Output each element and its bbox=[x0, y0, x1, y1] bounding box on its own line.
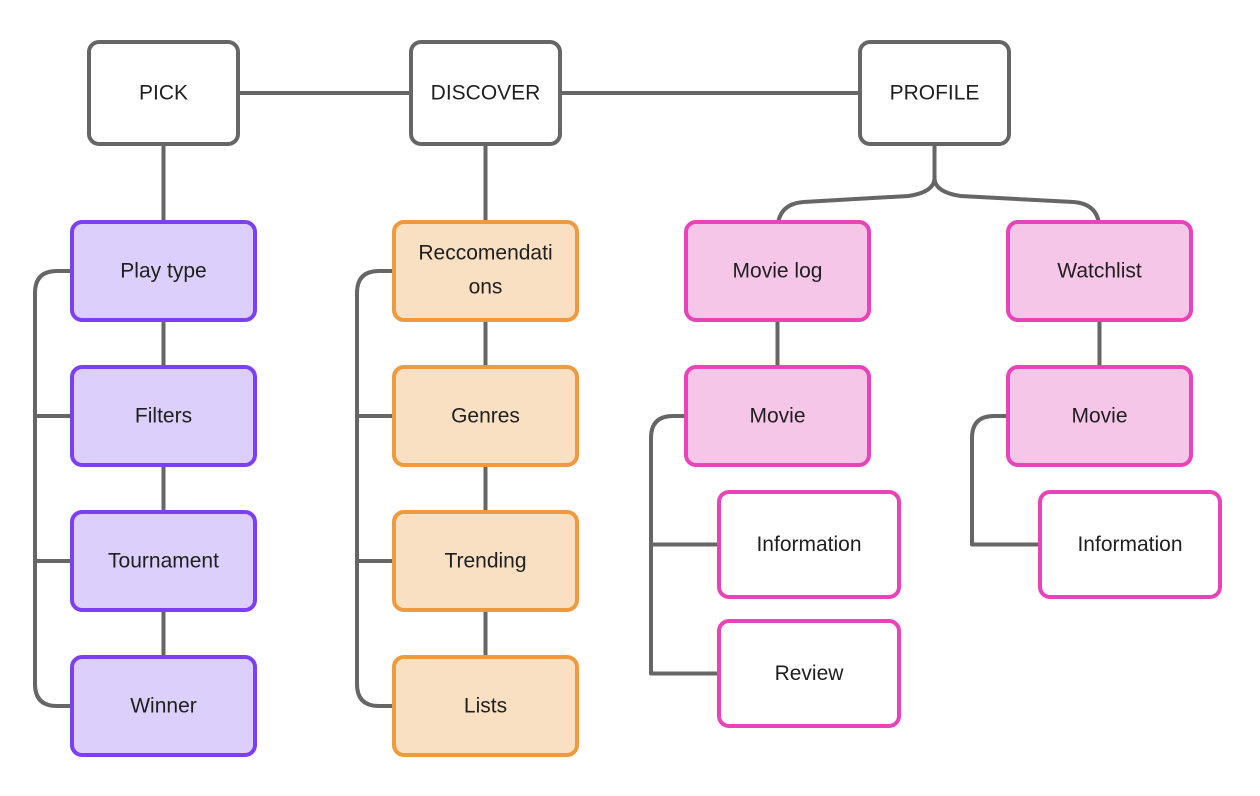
edge-profile-fork-left bbox=[775, 142, 937, 232]
node-box[interactable] bbox=[392, 365, 579, 467]
node-pick-column-filters-1[interactable]: Filters bbox=[70, 365, 257, 467]
bracket-pick-column bbox=[33, 269, 74, 708]
node-root-discover[interactable]: DISCOVER bbox=[409, 40, 562, 146]
node-box[interactable] bbox=[392, 510, 579, 612]
node-watchlist-column-leaf-information-0[interactable]: Information bbox=[1038, 490, 1222, 599]
node-pick-column-tournament-2[interactable]: Tournament bbox=[70, 510, 257, 612]
node-box[interactable] bbox=[858, 40, 1011, 146]
node-box[interactable] bbox=[70, 365, 257, 467]
node-pick-column-play-type-0[interactable]: Play type bbox=[70, 220, 257, 322]
node-box[interactable] bbox=[409, 40, 562, 146]
edge-profile-fork-right bbox=[932, 142, 1102, 232]
node-movie-log-column-leaf-information-0[interactable]: Information bbox=[717, 490, 901, 599]
node-box[interactable] bbox=[717, 490, 901, 599]
node-root-profile[interactable]: PROFILE bbox=[858, 40, 1011, 146]
node-box[interactable] bbox=[70, 510, 257, 612]
node-discover-column-lists-3[interactable]: Lists bbox=[392, 655, 579, 757]
node-pick-column-winner-3[interactable]: Winner bbox=[70, 655, 257, 757]
node-box[interactable] bbox=[1006, 220, 1193, 322]
node-root-pick[interactable]: PICK bbox=[87, 40, 240, 146]
nodes-layer: PICK DISCOVER PROFILE Play typeFiltersTourn… bbox=[70, 40, 1222, 757]
node-movie-log-column-leaf-review-1[interactable]: Review bbox=[717, 619, 901, 728]
node-box[interactable] bbox=[717, 619, 901, 728]
node-box[interactable] bbox=[392, 220, 579, 322]
connectors-layer bbox=[33, 91, 1102, 708]
node-box[interactable] bbox=[70, 655, 257, 757]
bracket-movie-log-column-leaves bbox=[649, 414, 721, 676]
node-watchlist-column-movie-1[interactable]: Movie bbox=[1006, 365, 1193, 467]
node-discover-column-trending-2[interactable]: Trending bbox=[392, 510, 579, 612]
node-box[interactable] bbox=[684, 365, 871, 467]
node-box[interactable] bbox=[1006, 365, 1193, 467]
node-box[interactable] bbox=[87, 40, 240, 146]
node-box[interactable] bbox=[1038, 490, 1222, 599]
node-box[interactable] bbox=[70, 220, 257, 322]
node-movie-log-column-movie-1[interactable]: Movie bbox=[684, 365, 871, 467]
node-discover-column-genres-1[interactable]: Genres bbox=[392, 365, 579, 467]
node-movie-log-column-movie-log-0[interactable]: Movie log bbox=[684, 220, 871, 322]
node-box[interactable] bbox=[684, 220, 871, 322]
node-watchlist-column-watchlist-0[interactable]: Watchlist bbox=[1006, 220, 1193, 322]
bracket-watchlist-column-leaves bbox=[970, 414, 1042, 547]
node-box[interactable] bbox=[392, 655, 579, 757]
bracket-discover-column bbox=[355, 269, 396, 708]
